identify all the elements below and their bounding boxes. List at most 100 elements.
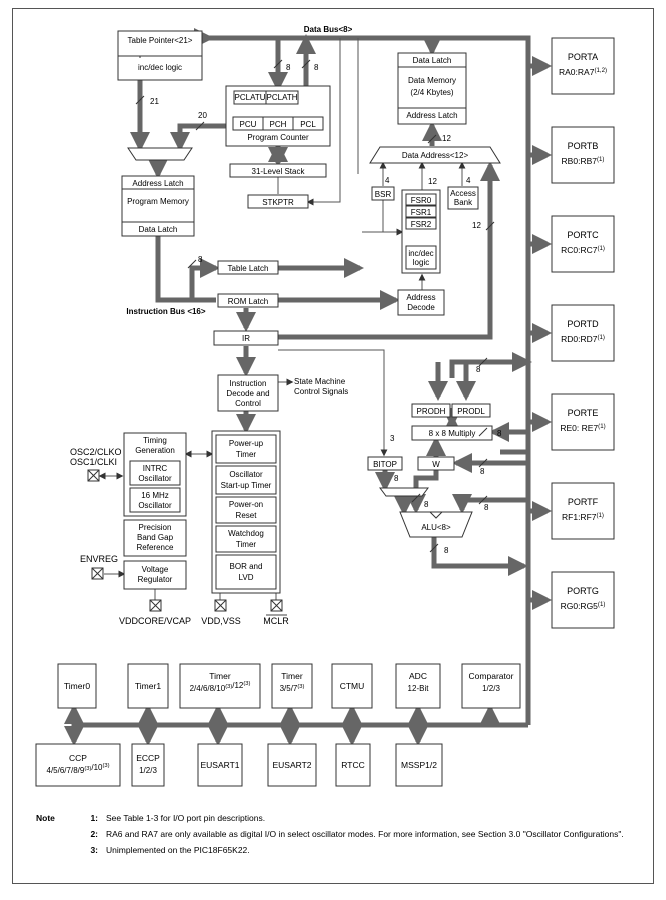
incdec2-line1: inc/dec	[408, 249, 433, 258]
osc2-label: OSC2/CLKO	[70, 447, 122, 457]
port-pins: RC0:RC7(1)	[561, 245, 605, 255]
vdd-label: VDD,VSS	[201, 616, 241, 626]
vddcore-pin-icon	[149, 599, 162, 612]
w-label: W	[432, 460, 440, 469]
table-pointer-label: Table Pointer<21>	[128, 36, 193, 45]
wdt-line1: Watchdog	[228, 529, 264, 538]
stkptr-label: STKPTR	[262, 198, 294, 207]
prodl-label: PRODL	[457, 407, 485, 416]
vddcore-label: VDDCORE/VCAP	[119, 616, 191, 626]
width-alu-in: 8	[424, 500, 429, 509]
osc-pin-icon	[87, 469, 100, 482]
intrc-line1: INTRC	[143, 464, 168, 473]
prodh-label: PRODH	[417, 407, 446, 416]
fsr0-label: FSR0	[411, 196, 432, 205]
pch-label: PCH	[270, 120, 287, 129]
peripheral-bottom: EUSART1	[197, 743, 243, 787]
width-access: 4	[466, 176, 471, 185]
state-machine-line2: Control Signals	[294, 387, 348, 396]
peripheral-label: MSSP1/2	[401, 760, 437, 770]
mclr-pin-icon	[270, 599, 283, 612]
port-pins: RB0:RB7(1)	[562, 156, 605, 166]
port-pins: RE0: RE7(1)	[560, 423, 605, 433]
stkptr-block	[247, 194, 309, 209]
access-bank-block	[447, 186, 479, 210]
incdec2-line2: logic	[413, 258, 429, 267]
data-memory-block	[397, 52, 467, 125]
notes-section: Note 1: See Table 1-3 for I/O port pin d…	[36, 812, 646, 860]
ost-line1: Oscillator	[229, 470, 263, 479]
peripheral-label: ECCP	[136, 753, 160, 763]
peripheral-label: Timer1	[135, 681, 161, 691]
width-alu-out: 8	[444, 546, 449, 555]
mhz16-line2: Oscillator	[138, 501, 172, 510]
alu-block	[399, 511, 473, 538]
port-name: PORTC	[567, 230, 599, 240]
peripheral-label: Timer0	[64, 681, 90, 691]
pclatu-label: PCLATU	[235, 93, 266, 102]
peripheral-top: Timer0	[57, 663, 97, 709]
width-bitop-out: 8	[394, 474, 399, 483]
w-block	[417, 456, 455, 471]
address-latch-pm-label: Address Latch	[132, 179, 183, 188]
prodl-block	[451, 403, 491, 418]
pclath-label: PCLATH	[267, 93, 298, 102]
peripheral-label: 1/2/3	[139, 766, 157, 775]
width-bitop: 3	[390, 434, 395, 443]
note-row: 3: Unimplemented on the PIC18F65K22.	[36, 844, 646, 856]
peripheral-top: Timer1	[127, 663, 169, 709]
bor-line2: LVD	[239, 573, 254, 582]
port-pins: RG0:RG5(1)	[561, 601, 606, 611]
block-diagram: Table Pointer<21> inc/dec logic PCLATU P…	[35, 25, 615, 787]
timing-line2: Generation	[135, 446, 175, 455]
bitop-label: BITOP	[373, 460, 397, 469]
note-row: Note 1: See Table 1-3 for I/O port pin d…	[36, 812, 646, 824]
peripheral-label: Comparator	[469, 671, 514, 681]
mhz16-line1: 16 MHz	[141, 491, 169, 500]
program-memory-label: Program Memory	[127, 197, 189, 206]
decode-line3: Control	[235, 399, 261, 408]
program-counter-label: Program Counter	[247, 133, 309, 142]
multiply-label: 8 x 8 Multiply	[429, 429, 476, 438]
bus-width-markers	[135, 59, 495, 553]
ost-line2: Start-up Timer	[221, 481, 272, 490]
port-name: PORTF	[568, 497, 599, 507]
data-address-label: Data Address<12>	[402, 151, 469, 160]
peripheral-top: Comparator 1/2/3	[461, 663, 521, 709]
intrc-line2: Oscillator	[138, 474, 172, 483]
mclr-label: MCLR	[263, 616, 289, 626]
band-gap-line1: Precision	[139, 523, 172, 532]
port-name: PORTA	[568, 52, 598, 62]
figure-frame	[12, 8, 654, 884]
peripheral-bottom: RTCC	[335, 743, 371, 787]
peripheral-bottom: MSSP1/2	[395, 743, 443, 787]
osc1-label: OSC1/CLKI	[70, 457, 117, 467]
table-latch-label: Table Latch	[228, 264, 269, 273]
bus-dbus-alumux	[452, 494, 528, 514]
peripheral-label: EUSART2	[272, 760, 311, 770]
width-pclath: 8	[286, 63, 291, 72]
fsr1-label: FSR1	[411, 208, 432, 217]
pcu-label: PCU	[240, 120, 257, 129]
peripheral-label: CTMU	[340, 681, 365, 691]
bor-line1: BOR and	[230, 562, 263, 571]
por-line1: Power-on	[229, 500, 263, 509]
peripheral-label: Timer	[281, 671, 303, 681]
powerup-line2: Timer	[236, 450, 256, 459]
alu-mux	[379, 487, 429, 497]
access-bank-line1: Access	[450, 189, 476, 198]
data-memory-line1: Data Memory	[408, 76, 456, 85]
width-address-latch: 12	[442, 134, 451, 143]
data-latch-pm-label: Data Latch	[139, 225, 178, 234]
note-text: RA6 and RA7 are only available as digita…	[106, 829, 624, 839]
rom-latch-label: ROM Latch	[228, 297, 268, 306]
peripheral-label: 1/2/3	[482, 684, 500, 693]
bus-progmem-ibus	[155, 236, 216, 303]
bus-pc-mux	[170, 123, 226, 152]
